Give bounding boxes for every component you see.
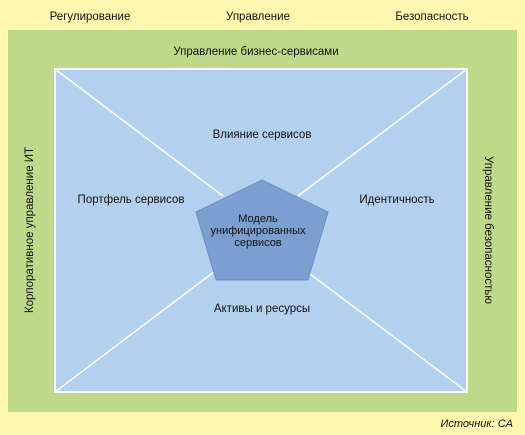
panel-label-assets-resources: Активы и ресурсы (213, 303, 311, 315)
frame-label-corporate-it: Корпоративное управление ИТ (24, 146, 36, 314)
top-label-management: Управление (226, 11, 290, 23)
panel-label-identity: Идентичность (359, 194, 435, 206)
diagonal-bottom-left (54, 264, 224, 393)
top-label-regulation: Регулирование (49, 11, 131, 23)
top-label-security: Безопасность (395, 11, 469, 23)
core-label-line-3: сервисов (234, 237, 282, 249)
frame-label-business-services: Управление бизнес-сервисами (173, 46, 339, 58)
diagonal-bottom-right (297, 264, 468, 393)
panel-label-service-impact: Влияние сервисов (212, 129, 312, 141)
core-label-line-1: Модель (238, 213, 278, 225)
core-label-line-2: унифицированных (210, 225, 306, 237)
source-note: Источник: CA (440, 418, 513, 430)
diagonal-top-right (297, 68, 468, 197)
frame-label-security-management: Управление безопасностью (482, 155, 494, 305)
panel-label-service-portfolio: Портфель сервисов (77, 194, 185, 206)
diagonal-top-left (54, 68, 224, 197)
core-label: Модель унифицированных сервисов (203, 213, 313, 249)
core-pentagon (195, 179, 329, 281)
